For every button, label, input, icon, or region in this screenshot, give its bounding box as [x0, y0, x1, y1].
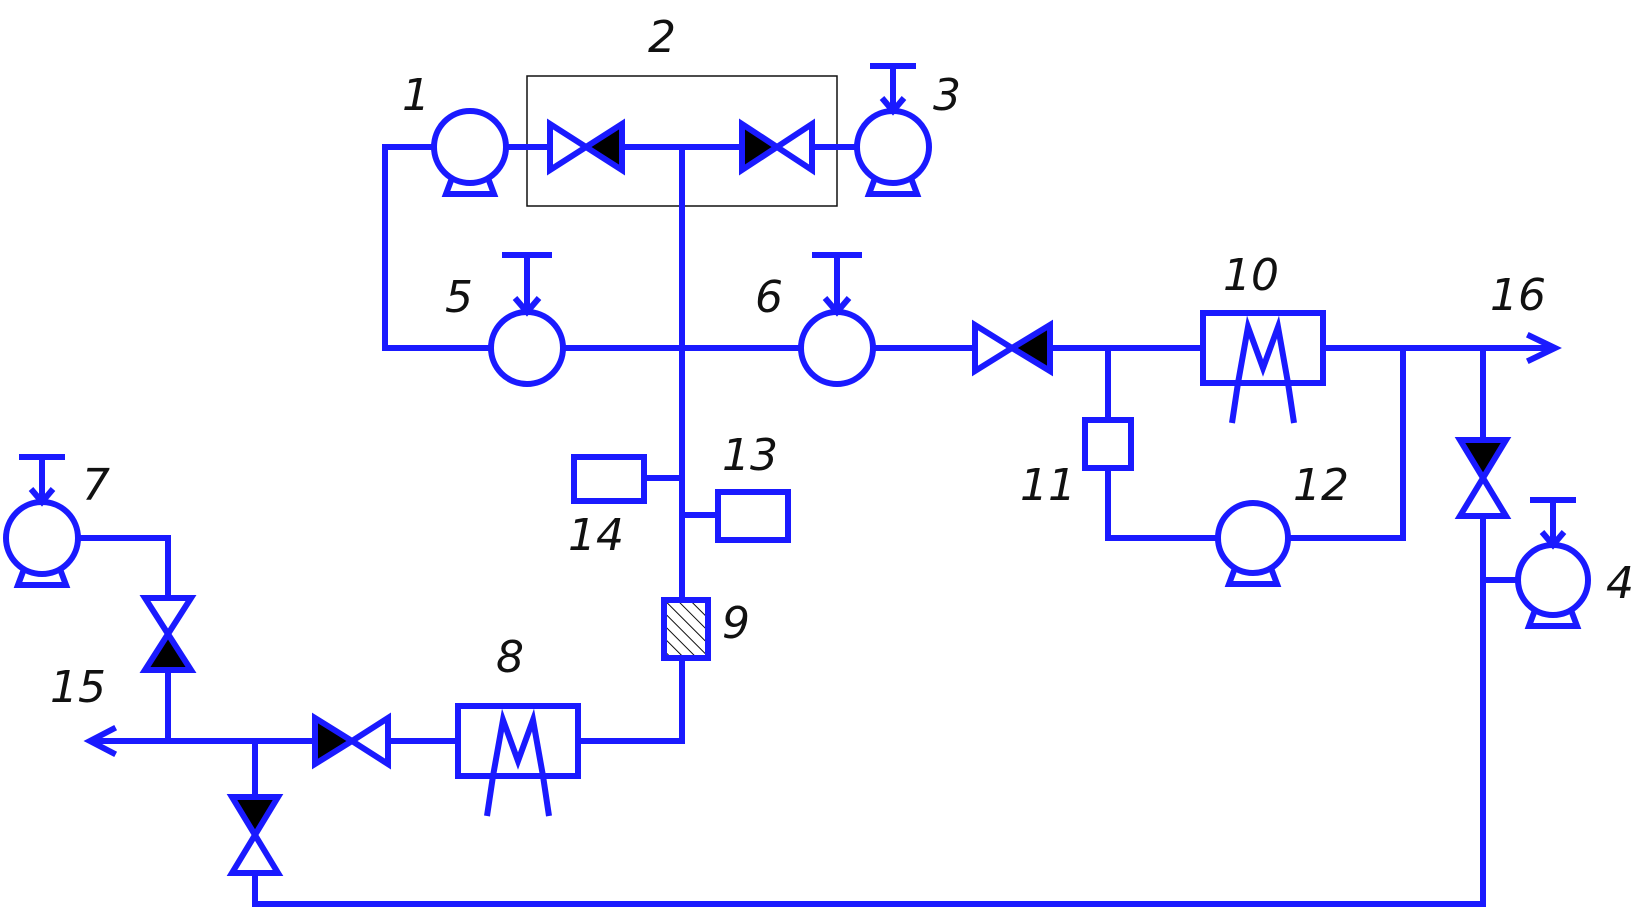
sensor-11 — [1082, 417, 1134, 471]
valve-right-vertical — [1454, 437, 1512, 519]
heater-8 — [455, 703, 581, 817]
label-10: 10 — [1223, 250, 1279, 301]
valve-block2-left — [547, 118, 625, 176]
pump-4 — [1515, 497, 1591, 629]
instrument-14 — [571, 454, 647, 504]
label-8: 8 — [496, 632, 524, 683]
label-15: 15 — [50, 662, 106, 713]
pump-7 — [3, 454, 81, 588]
labels: 1 2 3 4 5 6 7 8 9 10 11 12 13 14 15 16 — [50, 12, 1634, 713]
valve-bottom-left — [226, 794, 284, 876]
label-2: 2 — [648, 12, 676, 63]
pipe-right-down-b — [252, 513, 1486, 907]
pipe-pump7 — [75, 535, 171, 601]
outlet-16-arrowhead — [1525, 331, 1562, 365]
valve-after-heater-8 — [312, 712, 391, 770]
label-16: 16 — [1490, 270, 1546, 321]
label-13: 13 — [722, 430, 778, 481]
pump-12 — [1215, 500, 1291, 587]
label-7: 7 — [82, 460, 110, 511]
pump-3 — [854, 63, 932, 197]
valve-pump7-line — [139, 595, 197, 673]
device-5 — [488, 252, 566, 387]
label-3: 3 — [933, 70, 961, 121]
pump-1 — [431, 108, 509, 197]
label-11: 11 — [1020, 460, 1076, 511]
pipelines — [75, 144, 1551, 907]
label-12: 12 — [1293, 460, 1349, 511]
valve-block2-right — [739, 118, 815, 176]
valve-mid-line — [972, 319, 1053, 377]
outlet-15-arrowhead — [83, 724, 118, 758]
label-14: 14 — [568, 510, 624, 561]
pipe-bypass-bottom — [1105, 465, 1221, 541]
filter-9 — [661, 597, 711, 661]
label-5: 5 — [445, 272, 473, 323]
label-9: 9 — [722, 598, 750, 649]
label-6: 6 — [755, 272, 783, 323]
instrument-13 — [715, 489, 791, 543]
label-1: 1 — [402, 70, 430, 121]
heater-10 — [1200, 310, 1326, 424]
pipe-loop-pump1-device5 — [382, 144, 493, 351]
label-4: 4 — [1606, 558, 1634, 609]
device-6 — [798, 252, 876, 387]
pipe-bypass-return — [1285, 345, 1406, 541]
